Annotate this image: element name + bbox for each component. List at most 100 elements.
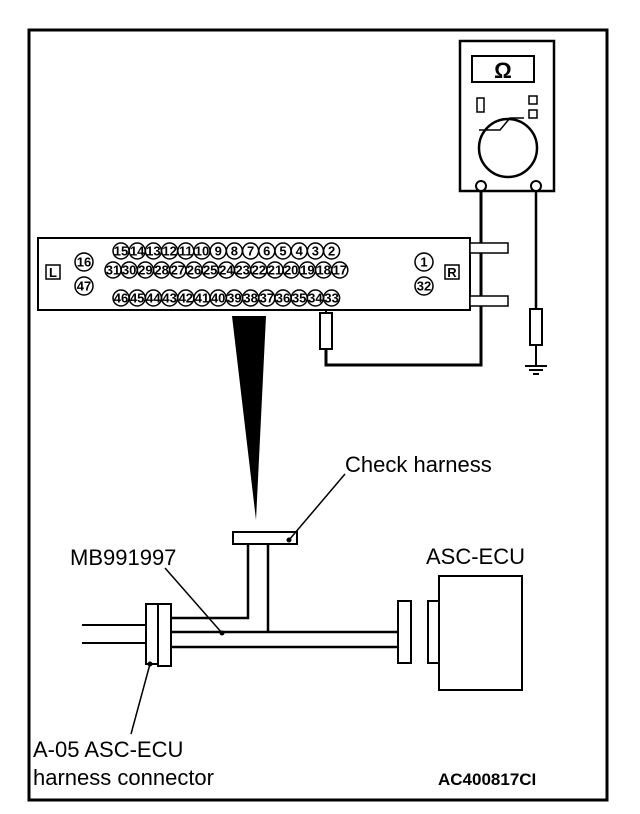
check-harness-leader-dot (286, 537, 292, 543)
ecu-label: ASC-ECU (426, 544, 525, 569)
tool-leader-dot (219, 630, 225, 636)
svg-text:38: 38 (243, 291, 257, 306)
left-side-label: L (49, 265, 57, 280)
pin-28: 28 (152, 261, 171, 279)
pin-18: 18 (314, 261, 333, 279)
connector-latch-top (469, 242, 509, 254)
pin-29: 29 (136, 261, 155, 279)
svg-text:31: 31 (106, 263, 120, 278)
svg-text:7: 7 (247, 244, 254, 259)
svg-text:47: 47 (77, 279, 91, 294)
svg-text:43: 43 (162, 291, 176, 306)
pin-24: 24 (217, 261, 236, 279)
pin-15: 15 (112, 242, 130, 260)
svg-text:21: 21 (268, 263, 282, 278)
pin-39: 39 (225, 289, 244, 307)
probe-lead-red (324, 191, 483, 367)
svg-text:6: 6 (263, 244, 270, 259)
pin-10: 10 (193, 242, 211, 260)
harness-assembly (82, 531, 523, 691)
pin-41: 41 (193, 289, 211, 307)
svg-text:19: 19 (300, 263, 314, 278)
svg-text:18: 18 (316, 263, 330, 278)
pin-17: 17 (331, 261, 349, 279)
svg-text:26: 26 (187, 263, 201, 278)
connector-pointer-wedge (232, 316, 266, 520)
svg-text:9: 9 (215, 244, 222, 259)
svg-text:30: 30 (122, 263, 136, 278)
svg-text:17: 17 (333, 263, 347, 278)
svg-text:37: 37 (260, 291, 274, 306)
pin-31: 31 (104, 261, 122, 279)
pin-11: 11 (177, 242, 195, 260)
svg-text:45: 45 (130, 291, 144, 306)
pin-9: 9 (209, 242, 227, 260)
right-side-label: R (447, 265, 457, 280)
probe-jack-right (530, 180, 542, 192)
svg-text:5: 5 (279, 244, 286, 259)
svg-text:27: 27 (171, 263, 185, 278)
right-side-marker (444, 264, 460, 280)
ohmmeter: Ω (458, 39, 556, 193)
svg-text:34: 34 (308, 291, 323, 306)
pin-46: 46 (112, 289, 130, 307)
svg-text:44: 44 (146, 291, 161, 306)
check-harness-wire-1 (171, 544, 250, 620)
pin-44: 44 (144, 289, 163, 307)
svg-text:39: 39 (227, 291, 241, 306)
svg-text:15: 15 (114, 244, 128, 259)
asc-ecu-box (438, 575, 523, 691)
pin-1: 1 (414, 252, 434, 272)
check-harness-leader (288, 473, 346, 541)
ohmmeter-display (471, 55, 535, 83)
figure-code: AC400817CI (438, 770, 536, 789)
pin-32: 32 (414, 276, 434, 296)
pin-19: 19 (298, 261, 317, 279)
svg-text:41: 41 (195, 291, 209, 306)
svg-text:29: 29 (138, 263, 152, 278)
pin-21: 21 (266, 261, 284, 279)
svg-text:46: 46 (114, 291, 128, 306)
pin-12: 12 (160, 242, 179, 260)
svg-text:13: 13 (146, 244, 160, 259)
svg-text:35: 35 (292, 291, 306, 306)
pin-36: 36 (274, 289, 292, 307)
pin-47: 47 (74, 276, 94, 296)
pin-34: 34 (306, 289, 325, 307)
pin-3: 3 (306, 242, 325, 260)
pin-43: 43 (160, 289, 179, 307)
svg-text:22: 22 (252, 263, 266, 278)
pin-30: 30 (120, 261, 138, 279)
ecu-connector (427, 600, 440, 664)
figure-frame (27, 28, 609, 802)
svg-text:28: 28 (154, 263, 168, 278)
svg-text:40: 40 (211, 291, 225, 306)
pin-37: 37 (258, 289, 276, 307)
svg-text:36: 36 (276, 291, 290, 306)
pin-25: 25 (201, 261, 219, 279)
connector-leader (130, 663, 151, 735)
tool-leader (164, 567, 223, 634)
svg-text:16: 16 (77, 255, 91, 270)
connector-leader-dot (147, 661, 153, 667)
svg-text:3: 3 (312, 244, 319, 259)
ground-icon (525, 345, 547, 375)
svg-text:24: 24 (219, 263, 234, 278)
check-harness-terminal (232, 531, 298, 545)
pin-45: 45 (128, 289, 146, 307)
pin-33: 33 (322, 289, 341, 307)
svg-text:33: 33 (324, 291, 338, 306)
svg-text:25: 25 (203, 263, 217, 278)
pin-20: 20 (282, 261, 300, 279)
svg-text:4: 4 (296, 244, 304, 259)
svg-text:20: 20 (284, 263, 298, 278)
pin-27: 27 (169, 261, 187, 279)
svg-text:2: 2 (328, 244, 335, 259)
pin-2: 2 (322, 242, 341, 260)
dial-markings (479, 117, 524, 131)
selector-dial (477, 117, 539, 179)
pin-23: 23 (233, 261, 252, 279)
pin-13: 13 (144, 242, 163, 260)
tool-connector-left (157, 603, 172, 667)
